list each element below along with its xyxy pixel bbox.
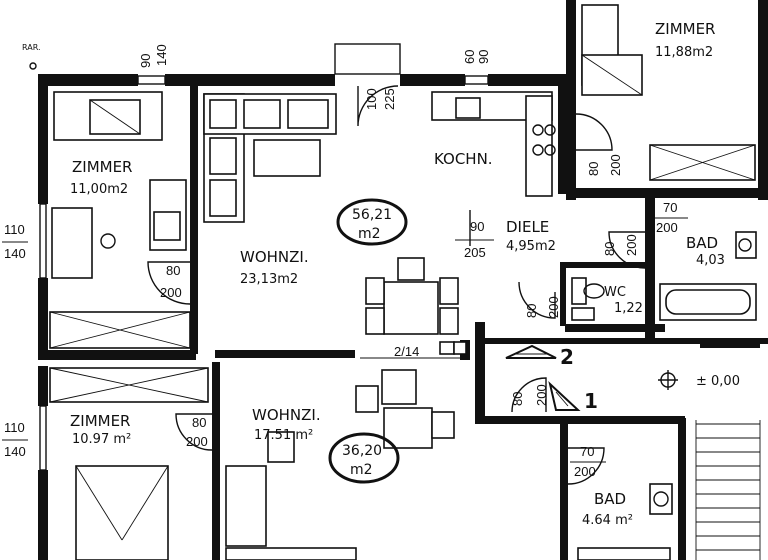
door-width: 80 [586,162,601,176]
unit-total-value: 56,21 [352,207,392,223]
room-area: 11,88m2 [655,45,713,60]
door-height: 200 [608,154,623,176]
door-width: 100 [364,88,379,110]
room-area: 4.64 m² [582,513,633,528]
door-width: 80 [192,415,206,430]
door-width: 80 [510,392,525,406]
room-name: BAD [594,490,626,508]
room-zimmer-left-lower: ZIMMER 10.97 m² 80 200 [49,367,213,560]
room-kochn: KOCHN. 100 225 [357,85,556,197]
room-name: WC [604,285,626,300]
unit-total-value: 36,20 [342,443,382,459]
door-width: 90 [470,219,484,234]
dim-label: 110 [4,222,25,237]
window-dimensions: 90 140 60 90 RAR. 110 140 110 140 [2,43,491,459]
door-height: 200 [160,285,182,300]
unit-total-unit: m2 [350,462,373,478]
room-name: ZIMMER [72,158,132,176]
door-width: 70 [580,444,594,459]
door-height: 200 [534,384,549,406]
door-height: 200 [656,220,678,235]
room-area: 4,03 [696,253,725,268]
unit-total-unit: m2 [358,226,381,242]
room-zimmer-left-upper: ZIMMER 11,00m2 80 200 [49,91,191,349]
room-area: 4,95m2 [506,239,556,254]
room-area: 23,13m2 [240,272,298,287]
room-wohnzi-upper: WOHNZI. 23,13m2 56,21 m2 [203,93,459,335]
step-marker: 1 [584,389,598,413]
room-name: KOCHN. [434,150,493,168]
stair-mark: 2/14 [360,341,470,359]
stair-label: 2/14 [394,344,419,359]
door-width: 80 [602,242,617,256]
door-width: 70 [663,200,677,215]
room-name: ZIMMER [655,20,715,38]
door-height: 200 [546,296,561,318]
room-area: 11,00m2 [70,182,128,197]
dim-label: 90 [476,50,491,64]
room-area: 1,22 [614,301,643,316]
rar-marker: RAR. [22,43,41,52]
door-height: 225 [382,88,397,110]
dim-label: 140 [4,246,26,261]
room-zimmer-top-right: ZIMMER 11,88m2 80 200 [575,4,756,181]
room-name: ZIMMER [70,412,130,430]
walls [38,0,768,560]
dim-label: 140 [4,444,26,459]
step-marker: 2 [560,345,574,369]
room-name: WOHNZI. [252,406,321,424]
room-wohnzi-lower: WOHNZI. 17.51 m² 36,20 m2 [225,369,455,560]
dim-label: 60 [462,50,477,64]
room-bad-right: BAD 4,03 70 200 80 200 [602,200,757,321]
room-area: 17.51 m² [254,428,313,443]
room-name: WOHNZI. [240,248,309,266]
room-area: 10.97 m² [72,432,131,447]
door-height: 205 [464,245,486,260]
room-name: BAD [686,234,718,252]
room-name: DIELE [506,218,549,236]
dim-label: 90 [138,54,153,68]
room-wc: WC 1,22 [571,277,643,321]
room-diele: 90 205 DIELE 4,95m2 80 200 [455,210,561,319]
room-bad-lower: BAD 4.64 m² 70 200 [567,444,673,560]
dim-label: 140 [154,44,169,66]
door-width: 80 [166,263,180,278]
corridor: 2 1 ± 0,00 80 200 [505,344,761,560]
door-width: 80 [524,304,539,318]
door-height: 200 [624,234,639,256]
door-height: 200 [186,434,208,449]
dim-label: 110 [4,420,25,435]
level-value: ± 0,00 [696,374,740,389]
door-height: 200 [574,464,596,479]
